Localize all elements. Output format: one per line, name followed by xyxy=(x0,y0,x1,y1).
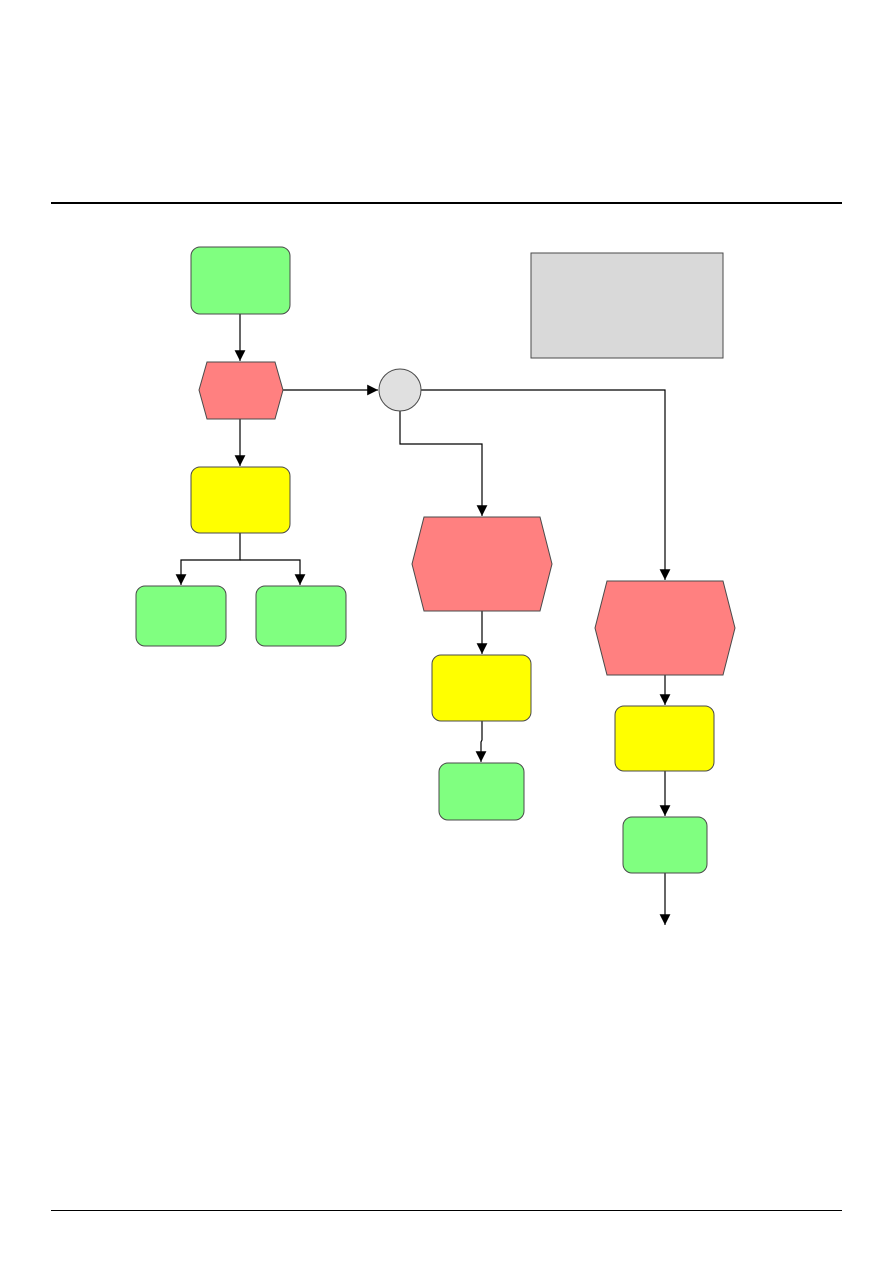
node-process-2 xyxy=(431,654,532,722)
node-fn-middle xyxy=(438,762,525,821)
edge-process-1-split-right xyxy=(240,559,306,585)
edge-connector-to-event-3 xyxy=(421,389,671,580)
node-fn-left-1 xyxy=(135,585,227,647)
node-fn-start xyxy=(190,246,291,315)
node-process-3 xyxy=(614,705,715,772)
header-rule xyxy=(51,202,842,204)
node-fn-right xyxy=(622,816,708,874)
edge-process-2-to-fn-middle xyxy=(475,720,487,762)
edges xyxy=(175,314,671,925)
footer-rule xyxy=(51,1210,842,1211)
node-event-2 xyxy=(411,516,553,612)
node-event-3 xyxy=(594,580,736,676)
node-process-1 xyxy=(190,466,291,534)
node-event-1 xyxy=(198,361,284,420)
edge-process-1-split xyxy=(175,533,241,585)
edge-connector-to-event-2 xyxy=(399,411,488,516)
node-legend-note xyxy=(530,252,724,359)
node-fn-left-2 xyxy=(255,585,347,647)
node-xor-connector xyxy=(378,368,422,412)
